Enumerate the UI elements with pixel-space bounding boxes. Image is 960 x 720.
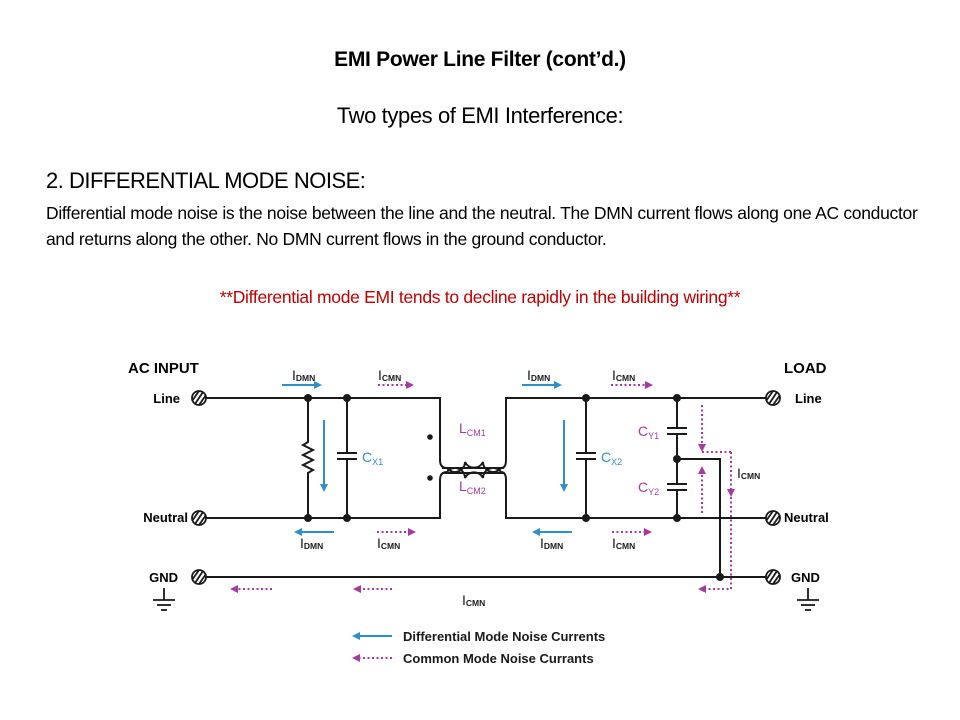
junction-dot: [304, 394, 312, 402]
icmn-label: ICMN: [612, 535, 635, 551]
input-gnd-label: GND: [149, 570, 178, 585]
terminal-output-neutral: [765, 510, 781, 526]
terminal-input-gnd: [191, 569, 207, 585]
icmn-label: ICMN: [737, 465, 760, 481]
input-neutral-label: Neutral: [143, 510, 188, 525]
ground-symbol-right: [797, 588, 819, 611]
wire-cy2: [667, 459, 687, 518]
icmn-label: ICMN: [612, 367, 635, 383]
junction-dot: [582, 394, 590, 402]
cx1-label: CX1: [362, 449, 383, 467]
idmn-label: IDMN: [300, 535, 323, 551]
idmn-label: IDMN: [292, 367, 315, 383]
wire-cy-to-gnd: [677, 458, 721, 577]
legend: Differential Mode Noise Currents Common …: [352, 629, 605, 666]
ground-symbol-left: [153, 588, 175, 611]
common-mode-choke: [439, 459, 507, 481]
cmn-line-drop: [701, 405, 731, 453]
lcm2-label: LCM2: [459, 478, 486, 496]
idmn-label: IDMN: [527, 367, 550, 383]
slide-subtitle: Two types of EMI Interference:: [336, 103, 624, 128]
cx2-label: CX2: [601, 449, 622, 467]
junction-dot: [343, 394, 351, 402]
junction-dot: [582, 514, 590, 522]
output-line-label: Line: [795, 391, 822, 406]
lcm1-label: LCM1: [459, 420, 486, 438]
cmn-return-path: [698, 452, 732, 593]
terminal-output-line: [765, 390, 781, 406]
wire-cx1: [337, 398, 357, 518]
input-line-label: Line: [153, 391, 180, 406]
junction-dot: [304, 514, 312, 522]
terminal-input-neutral: [191, 510, 207, 526]
wire-neutral-right: [505, 480, 766, 519]
wire-line-right: [505, 397, 766, 460]
wire-resistor: [300, 398, 316, 518]
terminal-input-line: [191, 390, 207, 406]
wire-cy1: [667, 398, 687, 459]
legend-cmn-label: Common Mode Noise Currants: [403, 651, 594, 666]
junction-dot: [673, 514, 681, 522]
idmn-label: IDMN: [540, 535, 563, 551]
terminal-output-gnd: [765, 569, 781, 585]
slide-title: EMI Power Line Filter (cont’d.): [334, 48, 626, 71]
wire-line-left: [206, 397, 441, 460]
junction-dot: [343, 514, 351, 522]
cy2-label: CY2: [638, 479, 659, 497]
wire-neutral-left: [206, 480, 441, 519]
polarity-dot-2: [427, 475, 433, 481]
icmn-label: ICMN: [378, 367, 401, 383]
section-heading: 2. DIFFERENTIAL MODE NOISE:: [46, 168, 366, 193]
wire-cx2: [576, 398, 596, 518]
output-neutral-label: Neutral: [784, 510, 829, 525]
junction-dot: [716, 573, 724, 581]
junction-dot: [673, 394, 681, 402]
polarity-dot-1: [427, 434, 433, 440]
icmn-label: ICMN: [377, 535, 400, 551]
body-paragraph: Differential mode noise is the noise bet…: [46, 203, 918, 249]
cy1-label: CY1: [638, 423, 659, 441]
junction-dot: [673, 455, 681, 463]
ac-input-label: AC INPUT: [128, 360, 199, 377]
emphasis-note: **Differential mode EMI tends to decline…: [219, 287, 741, 307]
legend-dmn-label: Differential Mode Noise Currents: [403, 629, 605, 644]
load-label: LOAD: [784, 360, 827, 377]
output-gnd-label: GND: [791, 570, 820, 585]
icmn-label: ICMN: [462, 592, 485, 608]
